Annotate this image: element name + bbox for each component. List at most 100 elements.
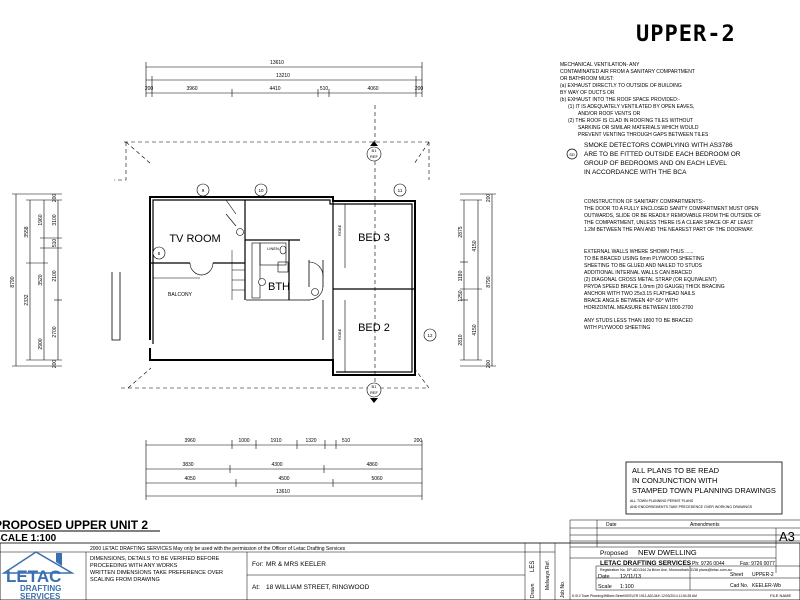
plans-note-box — [625, 461, 783, 515]
svg-text:ANCHOR WITH TWO 25x3.15 FLATHE: ANCHOR WITH TWO 25x3.15 FLATHEAD NAILS — [584, 291, 696, 297]
ref-arrows — [370, 141, 378, 403]
window-9: 9 — [202, 188, 205, 193]
ref-bottom-number: B1 — [372, 384, 378, 389]
cad-label: Cad No. — [730, 583, 748, 589]
right-dimensions — [460, 193, 496, 367]
proposed-label: Proposed — [600, 550, 628, 557]
sheet-label: Sheet — [730, 572, 744, 578]
notes-sanitary: CONSTRUCTION OF SANITARY COMPARTMENTS:- … — [584, 199, 761, 233]
firm-phone: Ph: 9726 0044 — [692, 561, 725, 567]
svg-text:ARE TO BE FITTED OUTSIDE EACH: ARE TO BE FITTED OUTSIDE EACH BEDROOM OR — [584, 151, 741, 158]
svg-text:GROUP OF BEDROOMS AND ON EACH: GROUP OF BEDROOMS AND ON EACH LEVEL — [584, 160, 727, 167]
dim-top-seg2: 4410 — [269, 86, 280, 92]
dim-left-3: 1960 — [38, 214, 44, 225]
svg-text:OR BATHROOM MUST:: OR BATHROOM MUST: — [560, 76, 614, 82]
dim-right-4: 1180 — [458, 270, 464, 281]
door-swings — [189, 199, 324, 301]
room-bed2: BED 2 — [358, 322, 390, 334]
svg-text:WRITTEN DIMENSIONS TAKE PREFER: WRITTEN DIMENSIONS TAKE PREFERENCE OVER — [90, 570, 223, 576]
melways-label: Melways Ref. — [545, 560, 551, 590]
dim-bottom-r3-1: 4050 — [184, 476, 195, 482]
window-12: 12 — [427, 333, 433, 338]
title-block — [0, 519, 800, 600]
amend-col: Amendments — [690, 522, 720, 528]
dim-left-6: 3100 — [52, 214, 58, 225]
notes-smoke: SMOKE DETECTORS COMPLYING WITH AS3786 AR… — [584, 142, 741, 176]
bottom-dimensions — [145, 440, 423, 500]
sheet-title: UPPER-2 — [636, 22, 736, 47]
dim-left-7: 510 — [52, 239, 58, 248]
amend-date-col: Date — [606, 522, 617, 528]
dim-right-8: 200 — [486, 360, 492, 369]
robe-label-top: ROBE — [337, 224, 342, 236]
dim-top-overall1: 13610 — [270, 60, 284, 66]
svg-text:(1) IT IS ADEQUATELY VENTILATE: (1) IT IS ADEQUATELY VENTILATED BY OPEN … — [568, 104, 694, 110]
svg-text:THE DOOR TO A FULLY ENCLOSED S: THE DOOR TO A FULLY ENCLOSED SANITY COMP… — [584, 206, 759, 212]
dim-top-end-right: 200 — [415, 86, 424, 92]
svg-text:BRACE ANGLE BETWEEN 40°-50° WI: BRACE ANGLE BETWEEN 40°-50° WITH — [584, 298, 678, 304]
notes-bracing: EXTERNAL WALLS WHERE SHOWN THUS ...... T… — [584, 249, 725, 311]
for-value: MR & MRS KEELER — [266, 561, 326, 568]
svg-text:1.2M BETWEEN THE PAN AND THE N: 1.2M BETWEEN THE PAN AND THE NEAREST PAR… — [584, 227, 753, 233]
smoke-detector-icon — [566, 148, 578, 160]
ref-top-label: REF — [370, 154, 379, 159]
window-markers — [152, 146, 437, 398]
dim-left-4: 3520 — [38, 274, 44, 285]
svg-text:BY WAY OF DUCTS OR: BY WAY OF DUCTS OR — [560, 90, 615, 96]
logo-letac: LETAC — [6, 567, 61, 586]
svg-text:ADDITIONAL INTERNAL WALLS CAN: ADDITIONAL INTERNAL WALLS CAN BRACED — [584, 270, 692, 276]
ref-bottom-label: REF — [370, 390, 379, 395]
dim-bottom-r2-2: 4300 — [271, 462, 282, 468]
firm-reg: Registration No. DP-AD1344 2a Brice Ave,… — [600, 568, 732, 572]
notes-ventilation: MECHANICAL VENTILATION- ANY CONTAMINATED… — [560, 62, 709, 138]
scale-label: Scale — [598, 584, 612, 590]
dim-left-9: 2700 — [52, 326, 58, 337]
dim-left-1: 3558 — [24, 226, 30, 237]
notes-studs: ANY STUDS LESS THAN 1800 TO BE BRACED WI… — [584, 318, 693, 331]
eaves-outline — [114, 105, 432, 398]
logo-drafting: DRAFTING — [20, 584, 61, 593]
dim-left-5: 2900 — [38, 338, 44, 349]
scale-value: 1:100 — [620, 584, 634, 590]
date-value: 12/11/13 — [620, 574, 641, 580]
warning-text: DIMENSIONS, DETAILS TO BE VERIFIED BEFOR… — [90, 556, 223, 583]
window-11: 11 — [398, 188, 403, 193]
svg-text:TO BE BRACED USING 6mm PLYWOOD: TO BE BRACED USING 6mm PLYWOOD SHEETING — [584, 256, 704, 262]
copyright-text: 2000 LETAC DRAFTING SERVICES May only be… — [90, 546, 346, 552]
top-dimensions — [145, 62, 423, 97]
sheet-size: A3 — [779, 529, 795, 544]
dim-right-6: 2810 — [458, 334, 464, 345]
svg-text:CONSTRUCTION OF SANITARY COMPA: CONSTRUCTION OF SANITARY COMPARTMENTS:- — [584, 199, 705, 205]
svg-text:SHEETING TO BE GLUED AND NAILE: SHEETING TO BE GLUED AND NAILED TO STUDS — [584, 263, 703, 269]
drawn-value: LES — [530, 561, 536, 572]
svg-text:OUTWARDS, SLIDE OR BE READILY: OUTWARDS, SLIDE OR BE READILY REMOVABLE … — [584, 213, 761, 219]
svg-text:SCALING FROM DRAWING: SCALING FROM DRAWING — [90, 577, 160, 583]
svg-text:THE COMPARTMENT, UNLESS THERE: THE COMPARTMENT, UNLESS THERE IS A CLEAR… — [584, 220, 754, 226]
for-label: For: — [252, 561, 264, 568]
dim-right-7: 200 — [486, 194, 492, 203]
ref-top-number: B1 — [372, 148, 378, 153]
window-8: 8 — [158, 251, 161, 256]
svg-text:PROCEEDING WITH ANY WORKS: PROCEEDING WITH ANY WORKS — [90, 563, 178, 569]
date-label: Date — [598, 574, 610, 580]
dim-left-11: 200 — [52, 360, 58, 369]
cad-value: KEELER-Wb — [752, 583, 781, 589]
room-tv: TV ROOM — [169, 233, 220, 245]
dim-bottom-r3-2: 4500 — [278, 476, 289, 482]
svg-text:CONTAMINATED AIR FROM A SANITA: CONTAMINATED AIR FROM A SANITARY COMPART… — [560, 69, 695, 75]
walls — [111, 196, 416, 376]
svg-text:EXTERNAL WALLS WHERE SHOWN THU: EXTERNAL WALLS WHERE SHOWN THUS ...... — [584, 249, 694, 255]
svg-text:(a) EXHAUST DIRECTLY TO OUTSID: (a) EXHAUST DIRECTLY TO OUTSIDE OF BUILD… — [560, 83, 682, 89]
svg-text:AND/OR ROOF VENTS OR: AND/OR ROOF VENTS OR — [578, 111, 641, 117]
dim-top-end-left: 200 — [145, 86, 154, 92]
dim-bottom-overall: 13610 — [276, 489, 290, 495]
room-balcony: BALCONY — [168, 292, 193, 298]
plan-scale: SCALE 1:100 — [0, 533, 57, 544]
plans-note-line2: IN CONJUNCTION WITH — [632, 476, 717, 485]
dim-bottom-r1-1: 3960 — [184, 438, 195, 444]
at-label: At: — [252, 584, 260, 591]
dim-left-8: 2100 — [52, 270, 58, 281]
svg-text:(2) DIAGONAL CROSS METAL STRAP: (2) DIAGONAL CROSS METAL STRAP (OR EQUIV… — [584, 277, 717, 283]
svg-text:PREVENT VENTING THROUGH GAPS B: PREVENT VENTING THROUGH GAPS BETWEEN TIL… — [578, 132, 709, 138]
